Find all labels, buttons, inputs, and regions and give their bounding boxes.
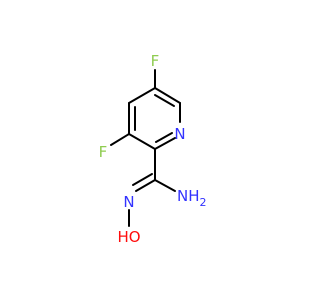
atom-nh2-subscript: 2 — [200, 196, 207, 209]
atom-f-left: F — [99, 143, 108, 161]
bond-c6-c1-double — [154, 94, 175, 107]
bond-c4-n-double — [155, 132, 173, 143]
bond-c1-c2 — [128, 87, 156, 104]
bond-camidine-n — [135, 179, 156, 192]
bonds — [110, 69, 181, 227]
atom-hydroxyl: HO — [117, 228, 140, 246]
bond-c4-n — [154, 137, 176, 150]
atom-nh2-main: NH — [177, 187, 200, 205]
bond-c3-f — [110, 133, 130, 146]
atom-f-top: F — [151, 52, 160, 70]
bond-c3-c4 — [128, 133, 156, 150]
bond-camidine-n-double — [132, 173, 153, 186]
bond-camidine-nh2 — [154, 179, 176, 192]
atom-n-oxime: N — [123, 193, 134, 211]
atom-labels: F F N NH2 N HO — [99, 52, 207, 246]
molecule-structure: F F N NH2 N HO — [99, 52, 207, 246]
atom-n-ring: N — [174, 125, 185, 143]
atom-nh2: NH2 — [177, 187, 207, 209]
bond-c6-c1 — [154, 87, 181, 104]
